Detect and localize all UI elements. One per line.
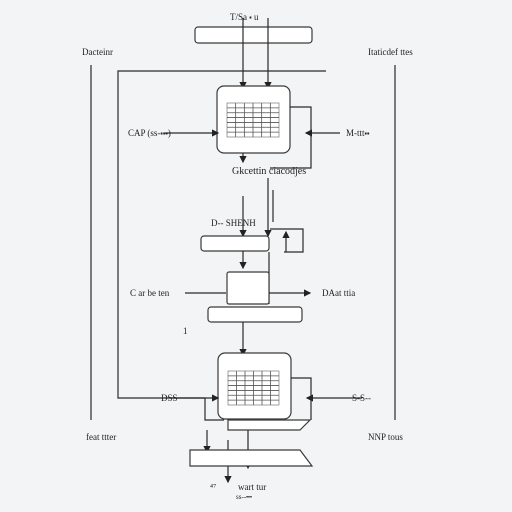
outer-loop (117, 70, 326, 399)
lower-grid-lines (228, 371, 279, 405)
label-bottom-right: NNP tous (368, 432, 403, 442)
middle-small-box (200, 235, 270, 252)
label-upper-left-input: CAP (ss-⬝⬝⬝) (128, 128, 171, 138)
label-left-header: Dacteinr (82, 47, 113, 57)
lower-right-bracket (291, 377, 312, 420)
upper-grid-lines (227, 103, 279, 137)
label-bottom-left: feat ttter (86, 432, 117, 442)
label-middle-caption: Gkcettin ciacodjes (232, 166, 307, 177)
label-mid-left: C ar be ten (130, 288, 170, 298)
label-bottom-small: ⁴⁷ (210, 482, 217, 492)
label-lower-right-output: S-S-- (352, 393, 372, 403)
upper-right-bracket (270, 106, 312, 169)
lower-bracket (227, 419, 312, 431)
top-box (194, 26, 313, 44)
bottom-box (189, 449, 314, 467)
label-lower-left-input: DSS (161, 393, 178, 403)
label-right-header: Itaticdef ttes (368, 47, 413, 57)
label-bottom-center: wart tur (238, 482, 267, 492)
middle-right-tab (270, 228, 304, 253)
label-mid-small: D-- SHENH (211, 218, 256, 228)
lower-left-loop (204, 398, 224, 421)
label-upper-right-output: M-ttt⬝⬝ (346, 128, 370, 138)
label-top: T/Sa ⬝ u (230, 12, 259, 22)
label-mid-right: DAat ttia (322, 288, 356, 298)
label-bottom-tiny: ss--⬝⬝⬝ (236, 493, 252, 501)
middle-lower-box (207, 306, 303, 323)
middle-square-box (226, 271, 270, 305)
label-mid-marker: 1 (183, 326, 188, 336)
